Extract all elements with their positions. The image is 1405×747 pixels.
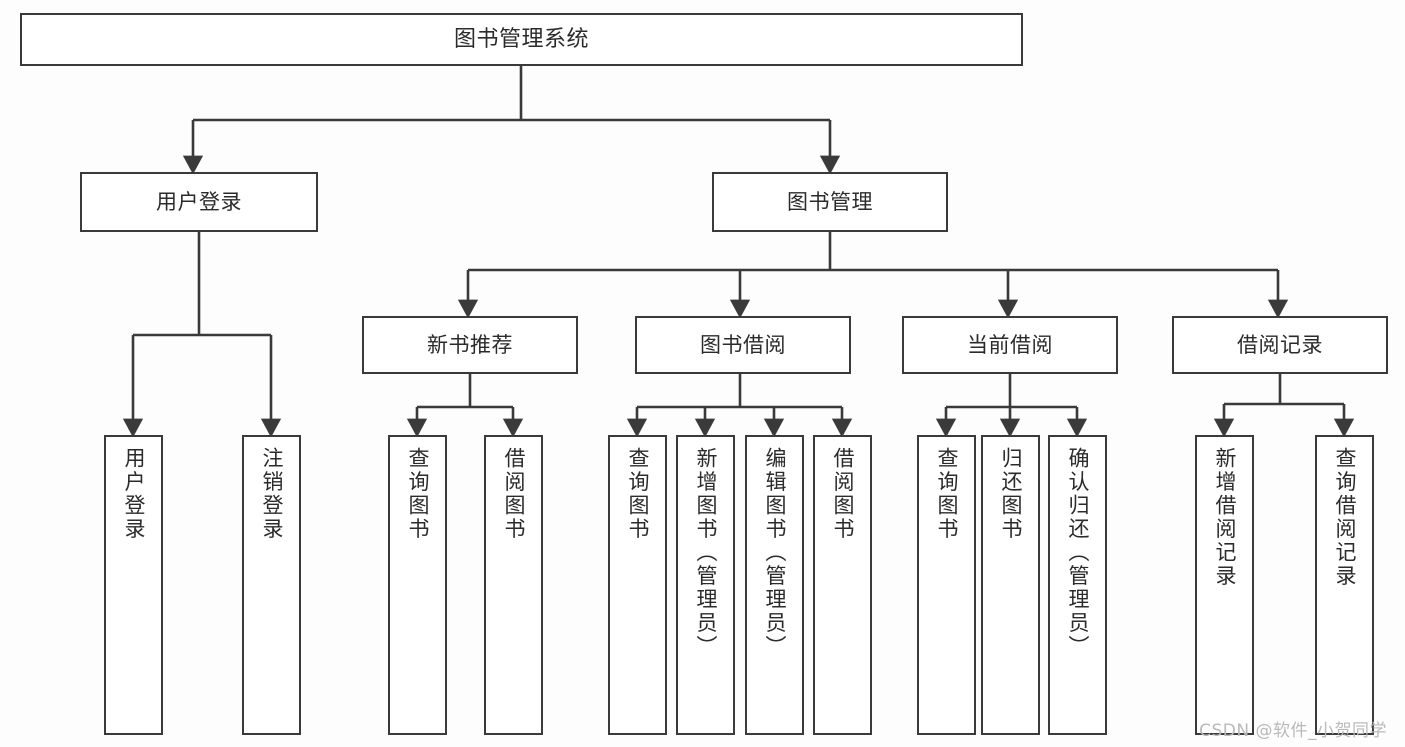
node-leaf-add-book[interactable]: 新增图书（管理员） bbox=[676, 435, 735, 735]
node-leaf-query-record[interactable]: 查询借阅记录 bbox=[1315, 435, 1374, 735]
node-new-book-recommend-label: 新书推荐 bbox=[427, 332, 513, 357]
node-borrow-record-label: 借阅记录 bbox=[1237, 332, 1323, 357]
node-new-book-recommend[interactable]: 新书推荐 bbox=[362, 316, 578, 374]
node-leaf-confirm-return[interactable]: 确认归还（管理员） bbox=[1048, 435, 1107, 735]
node-current-borrow-label: 当前借阅 bbox=[967, 332, 1053, 357]
node-leaf-user-login[interactable]: 用户登录 bbox=[104, 435, 163, 735]
node-book-borrow-label: 图书借阅 bbox=[700, 332, 786, 357]
node-user-login[interactable]: 用户登录 bbox=[80, 172, 318, 232]
node-leaf-confirm-return-label: 确认归还（管理员） bbox=[1066, 447, 1090, 659]
node-leaf-query-book-2-label: 查询图书 bbox=[626, 447, 650, 541]
node-leaf-borrow-book-1[interactable]: 借阅图书 bbox=[484, 435, 543, 735]
node-leaf-borrow-book-2-label: 借阅图书 bbox=[831, 447, 855, 541]
node-leaf-query-book-3[interactable]: 查询图书 bbox=[917, 435, 976, 735]
node-leaf-borrow-book-2[interactable]: 借阅图书 bbox=[813, 435, 872, 735]
node-leaf-edit-book-label: 编辑图书（管理员） bbox=[763, 447, 787, 659]
node-leaf-query-book-2[interactable]: 查询图书 bbox=[608, 435, 667, 735]
node-current-borrow[interactable]: 当前借阅 bbox=[902, 316, 1118, 374]
node-leaf-add-record-label: 新增借阅记录 bbox=[1213, 447, 1237, 588]
node-leaf-borrow-book-1-label: 借阅图书 bbox=[502, 447, 526, 541]
node-leaf-return-book[interactable]: 归还图书 bbox=[981, 435, 1040, 735]
node-book-manage[interactable]: 图书管理 bbox=[712, 172, 948, 232]
node-book-borrow[interactable]: 图书借阅 bbox=[635, 316, 851, 374]
node-leaf-add-record[interactable]: 新增借阅记录 bbox=[1195, 435, 1254, 735]
node-leaf-query-book-1-label: 查询图书 bbox=[406, 447, 430, 541]
node-root-label: 图书管理系统 bbox=[453, 26, 589, 52]
node-borrow-record[interactable]: 借阅记录 bbox=[1172, 316, 1388, 374]
node-leaf-logout-login[interactable]: 注销登录 bbox=[242, 435, 301, 735]
node-leaf-query-record-label: 查询借阅记录 bbox=[1333, 447, 1357, 588]
node-leaf-user-login-label: 用户登录 bbox=[122, 447, 146, 541]
node-book-manage-label: 图书管理 bbox=[787, 189, 873, 214]
node-leaf-add-book-label: 新增图书（管理员） bbox=[694, 447, 718, 659]
node-leaf-edit-book[interactable]: 编辑图书（管理员） bbox=[745, 435, 804, 735]
node-leaf-query-book-1[interactable]: 查询图书 bbox=[388, 435, 447, 735]
node-leaf-return-book-label: 归还图书 bbox=[999, 447, 1023, 541]
node-leaf-query-book-3-label: 查询图书 bbox=[935, 447, 959, 541]
node-leaf-logout-login-label: 注销登录 bbox=[260, 447, 284, 541]
node-user-login-label: 用户登录 bbox=[156, 189, 242, 214]
node-root[interactable]: 图书管理系统 bbox=[20, 13, 1023, 66]
csdn-watermark: CSDN @软件_小贺同学 bbox=[1199, 721, 1387, 741]
